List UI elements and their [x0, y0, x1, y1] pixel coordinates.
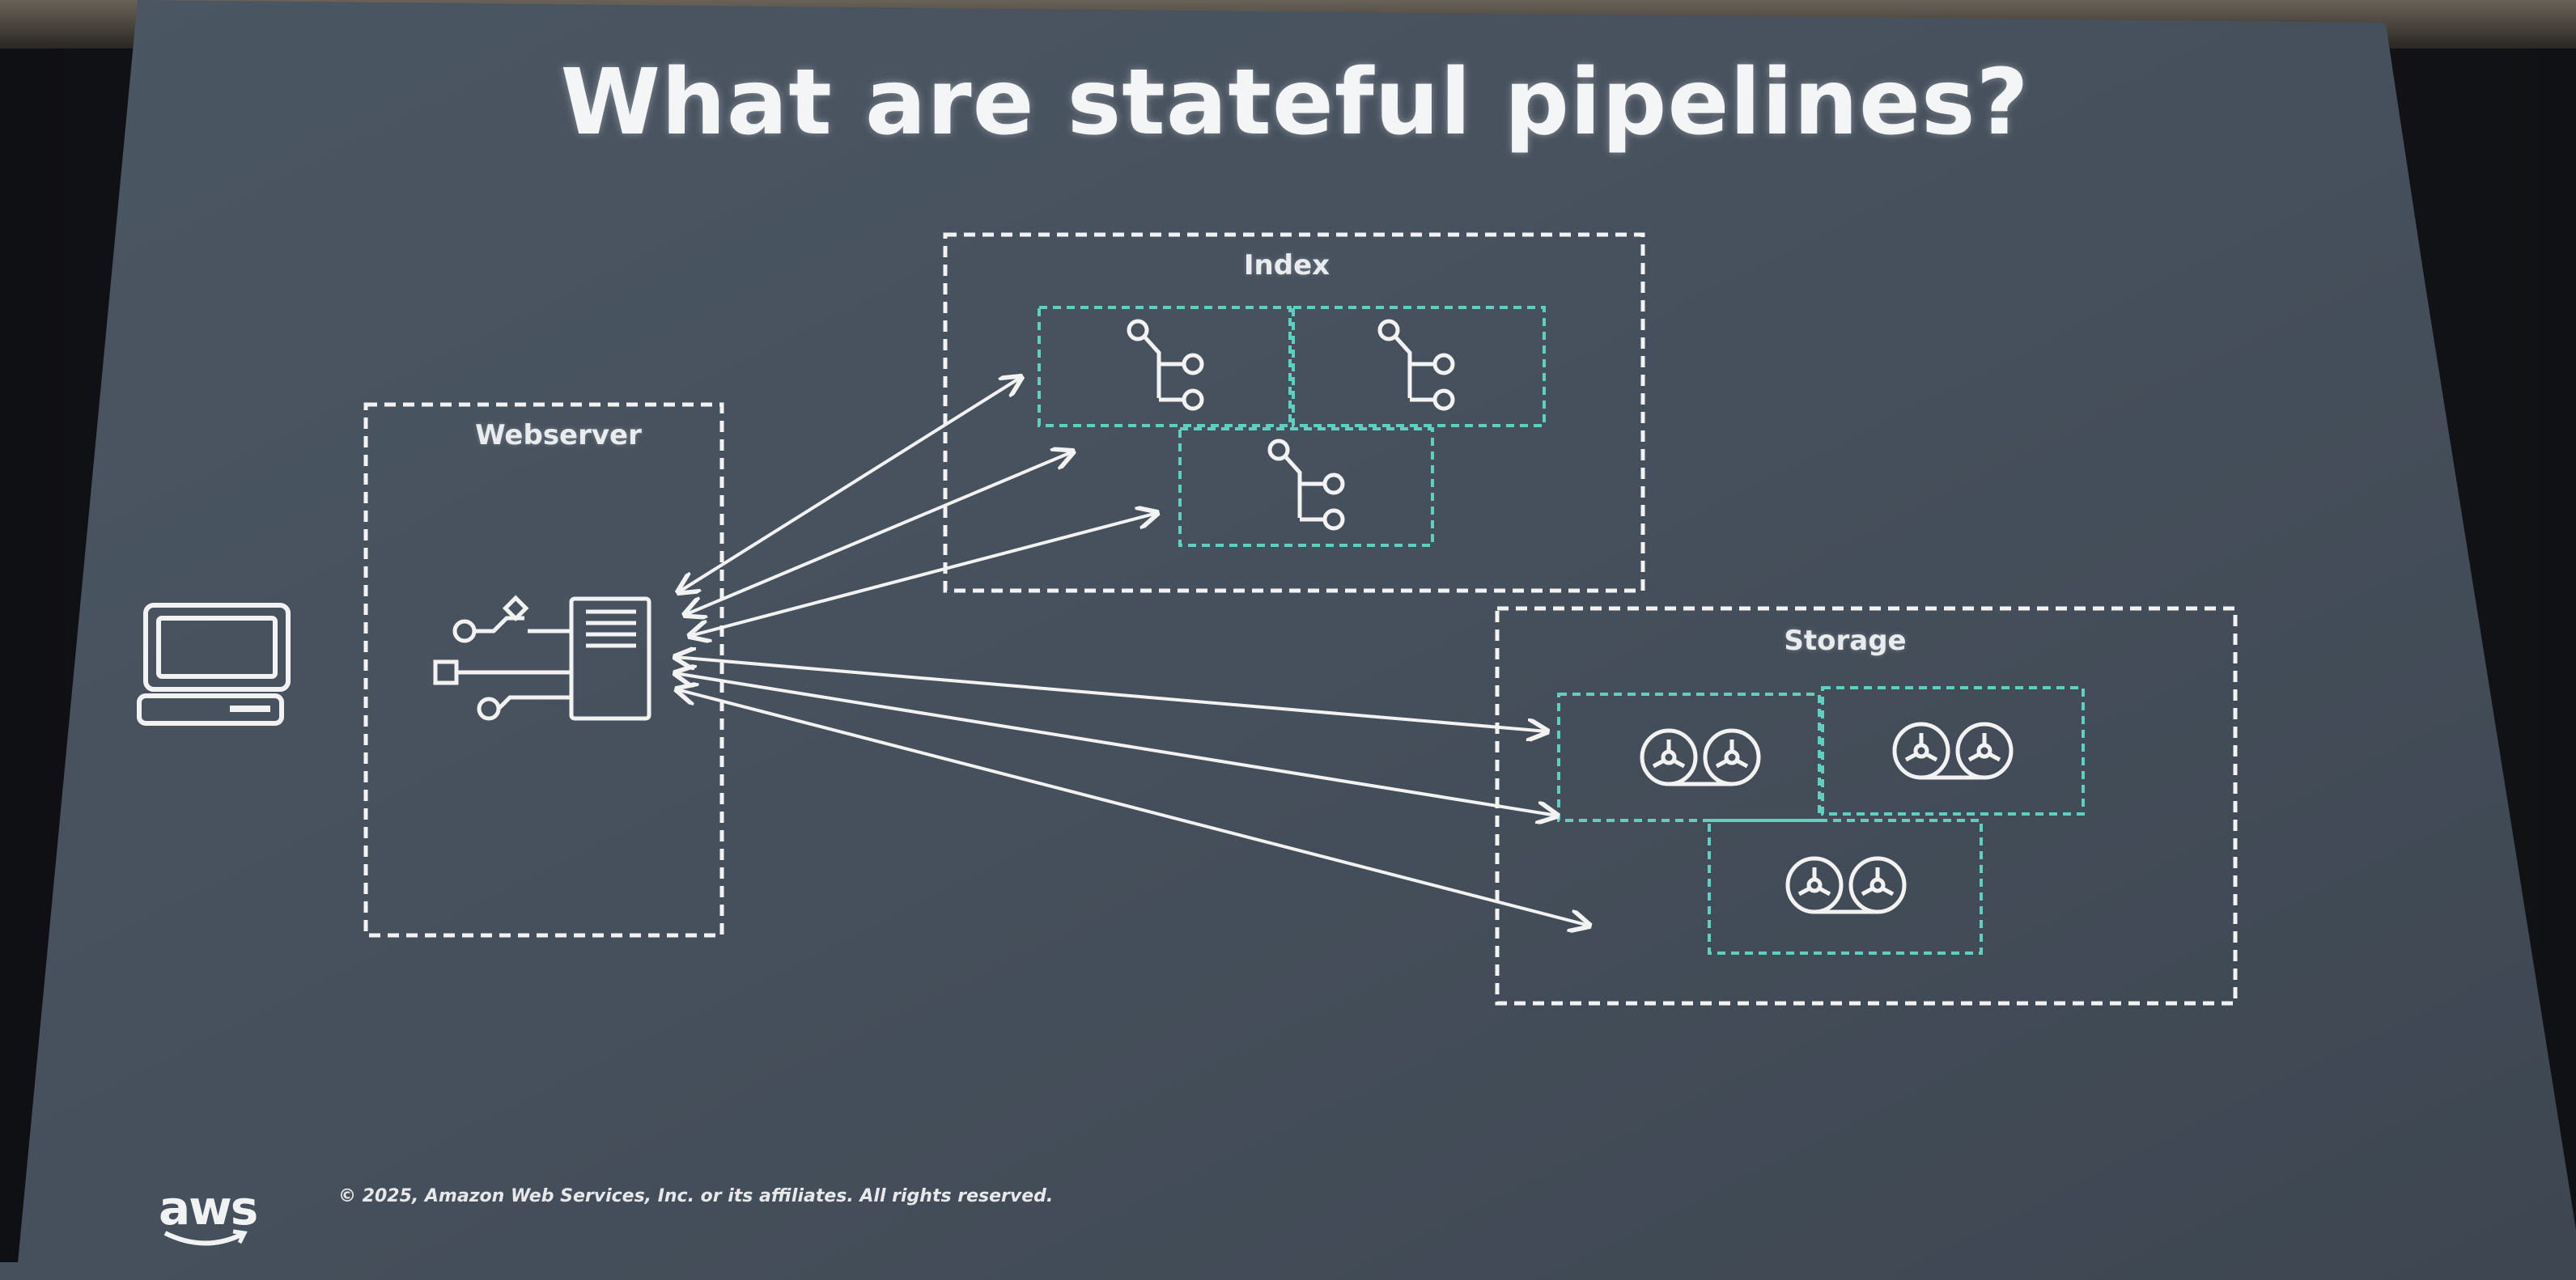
copyright-footer: © 2025, Amazon Web Services, Inc. or its… [338, 1186, 1054, 1206]
storage-node-3 [1708, 819, 1983, 955]
server-icon [433, 595, 651, 721]
index-node-3 [1178, 427, 1434, 547]
storage-node-2 [1821, 686, 2085, 816]
index-label: Index [1243, 249, 1330, 282]
storage-label: Storage [1784, 625, 1907, 657]
git-branch-icon [1377, 319, 1455, 411]
arrow-webserver-storage-3 [677, 689, 1589, 926]
index-group-box [943, 232, 1645, 593]
tape-reel-icon [1640, 728, 1761, 786]
tape-reel-icon [1785, 856, 1907, 914]
aws-smile-icon [163, 1229, 248, 1246]
index-node-2 [1292, 306, 1546, 427]
index-node-1 [1038, 306, 1292, 427]
slide-title: What are stateful pipelines? [560, 50, 2030, 155]
aws-logo: aws [159, 1180, 258, 1235]
git-branch-icon [1267, 439, 1345, 531]
tape-reel-icon [1892, 722, 2014, 780]
arrow-webserver-index-3 [690, 513, 1157, 636]
storage-node-1 [1557, 693, 1821, 822]
git-branch-icon [1127, 319, 1204, 411]
laptop-icon [137, 603, 291, 726]
webserver-label: Webserver [475, 419, 642, 451]
connection-arrows [675, 377, 1589, 926]
